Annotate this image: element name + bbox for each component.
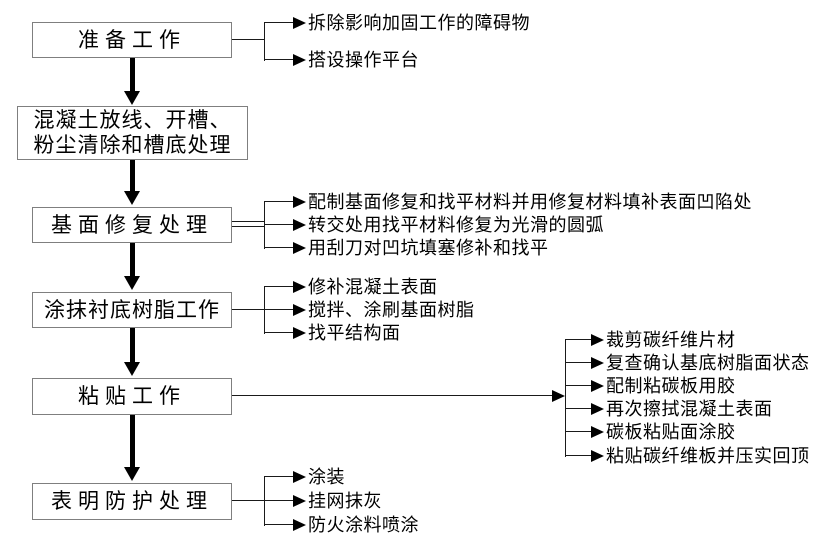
branch-label: 复查确认基底树脂面状态: [606, 353, 810, 373]
flow-box-label: 表明防护处理: [51, 489, 213, 513]
connector-line: [565, 408, 591, 409]
connector-line: [264, 524, 293, 525]
connector-line: [565, 362, 591, 363]
branch-label: 挂网抹灰: [308, 491, 382, 511]
arrow-down-icon: [124, 467, 140, 481]
arrow-right-icon: [293, 304, 306, 316]
arrow-down-icon: [124, 91, 140, 105]
flow-box-surface-protection: 表明防护处理: [32, 483, 232, 520]
connector-line: [264, 201, 293, 202]
branch-label: 搅拌、涂刷基面树脂: [308, 300, 475, 320]
flow-box-label-line2: 粉尘清除和槽底处理: [33, 133, 232, 157]
arrow-right-icon: [293, 54, 306, 66]
connector-line: [232, 39, 264, 40]
arrow-right-icon: [293, 519, 306, 531]
arrow-down-icon: [124, 362, 140, 376]
connector-line: [232, 395, 553, 396]
branch-label: 碳板粘贴面涂胶: [606, 422, 736, 442]
branch-bracket: [264, 477, 265, 526]
arrow-stem: [130, 328, 135, 363]
arrow-right-icon: [293, 242, 306, 254]
branch-bracket: [264, 202, 265, 249]
flow-box-label-line1: 混凝土放线、开槽、: [33, 108, 232, 132]
arrow-right-icon: [591, 426, 604, 438]
branch-label: 再次擦拭混凝土表面: [606, 399, 773, 419]
branch-label: 搭设操作平台: [308, 50, 419, 70]
arrow-stem: [130, 415, 135, 468]
branch-label: 粘贴碳纤维板并压实回顶: [606, 446, 810, 466]
flow-box-label: 涂抹衬底树脂工作: [44, 297, 220, 322]
connector-line: [264, 59, 293, 60]
connector-line: [264, 476, 293, 477]
connector-line: [565, 455, 591, 456]
branch-label: 裁剪碳纤维片材: [606, 330, 736, 350]
flow-box-primer-resin: 涂抹衬底树脂工作: [32, 292, 232, 328]
arrow-right-icon: [293, 281, 306, 293]
arrow-stem: [130, 160, 135, 192]
connector-line: [232, 309, 264, 310]
flow-box-label: 粘贴工作: [78, 384, 186, 408]
connector-line: [264, 22, 293, 23]
branch-label: 修补混凝土表面: [308, 277, 438, 297]
arrow-down-icon: [124, 276, 140, 290]
connector-line: [232, 500, 264, 501]
arrow-right-icon: [293, 471, 306, 483]
connector-line: [264, 224, 293, 225]
flow-box-label: 准备工作: [78, 27, 186, 52]
connector-line: [264, 500, 293, 501]
arrow-right-icon: [591, 403, 604, 415]
connector-line: [264, 309, 293, 310]
arrow-down-icon: [124, 191, 140, 205]
arrow-right-icon: [552, 390, 565, 402]
branch-label: 拆除影响加固工作的障碍物: [308, 13, 530, 33]
arrow-right-icon: [293, 196, 306, 208]
arrow-right-icon: [293, 17, 306, 29]
branch-label: 用刮刀对凹坑填塞修补和找平: [308, 238, 549, 258]
connector-line: [264, 332, 293, 333]
flow-box-prepare: 准备工作: [32, 22, 232, 58]
flow-box-base-repair: 基面修复处理: [32, 207, 232, 243]
branch-label: 涂装: [308, 467, 345, 487]
arrow-right-icon: [591, 380, 604, 392]
arrow-right-icon: [293, 495, 306, 507]
branch-label: 配制粘碳板用胶: [606, 376, 736, 396]
arrow-right-icon: [591, 334, 604, 346]
connector-line: [565, 431, 591, 432]
branch-label: 找平结构面: [308, 323, 401, 343]
branch-bracket: [264, 287, 265, 334]
connector-double-line: [232, 221, 264, 227]
branch-label: 转交处用找平材料修复为光滑的圆弧: [308, 215, 604, 235]
flow-box-label: 基面修复处理: [51, 212, 213, 237]
branch-label: 配制基面修复和找平材料并用修复材料填补表面凹陷处: [308, 192, 752, 212]
flow-box-bonding: 粘贴工作: [32, 378, 232, 415]
flow-box-concrete-layout: 混凝土放线、开槽、 粉尘清除和槽底处理: [17, 106, 248, 160]
arrow-right-icon: [591, 357, 604, 369]
branch-label: 防火涂料喷涂: [308, 515, 419, 535]
connector-line: [565, 385, 591, 386]
arrow-stem: [130, 58, 135, 92]
arrow-right-icon: [293, 219, 306, 231]
branch-bracket: [565, 340, 566, 457]
arrow-stem: [130, 243, 135, 277]
branch-bracket: [264, 23, 265, 61]
arrow-right-icon: [293, 327, 306, 339]
connector-line: [264, 286, 293, 287]
connector-line: [565, 339, 591, 340]
arrow-right-icon: [591, 450, 604, 462]
connector-line: [264, 247, 293, 248]
